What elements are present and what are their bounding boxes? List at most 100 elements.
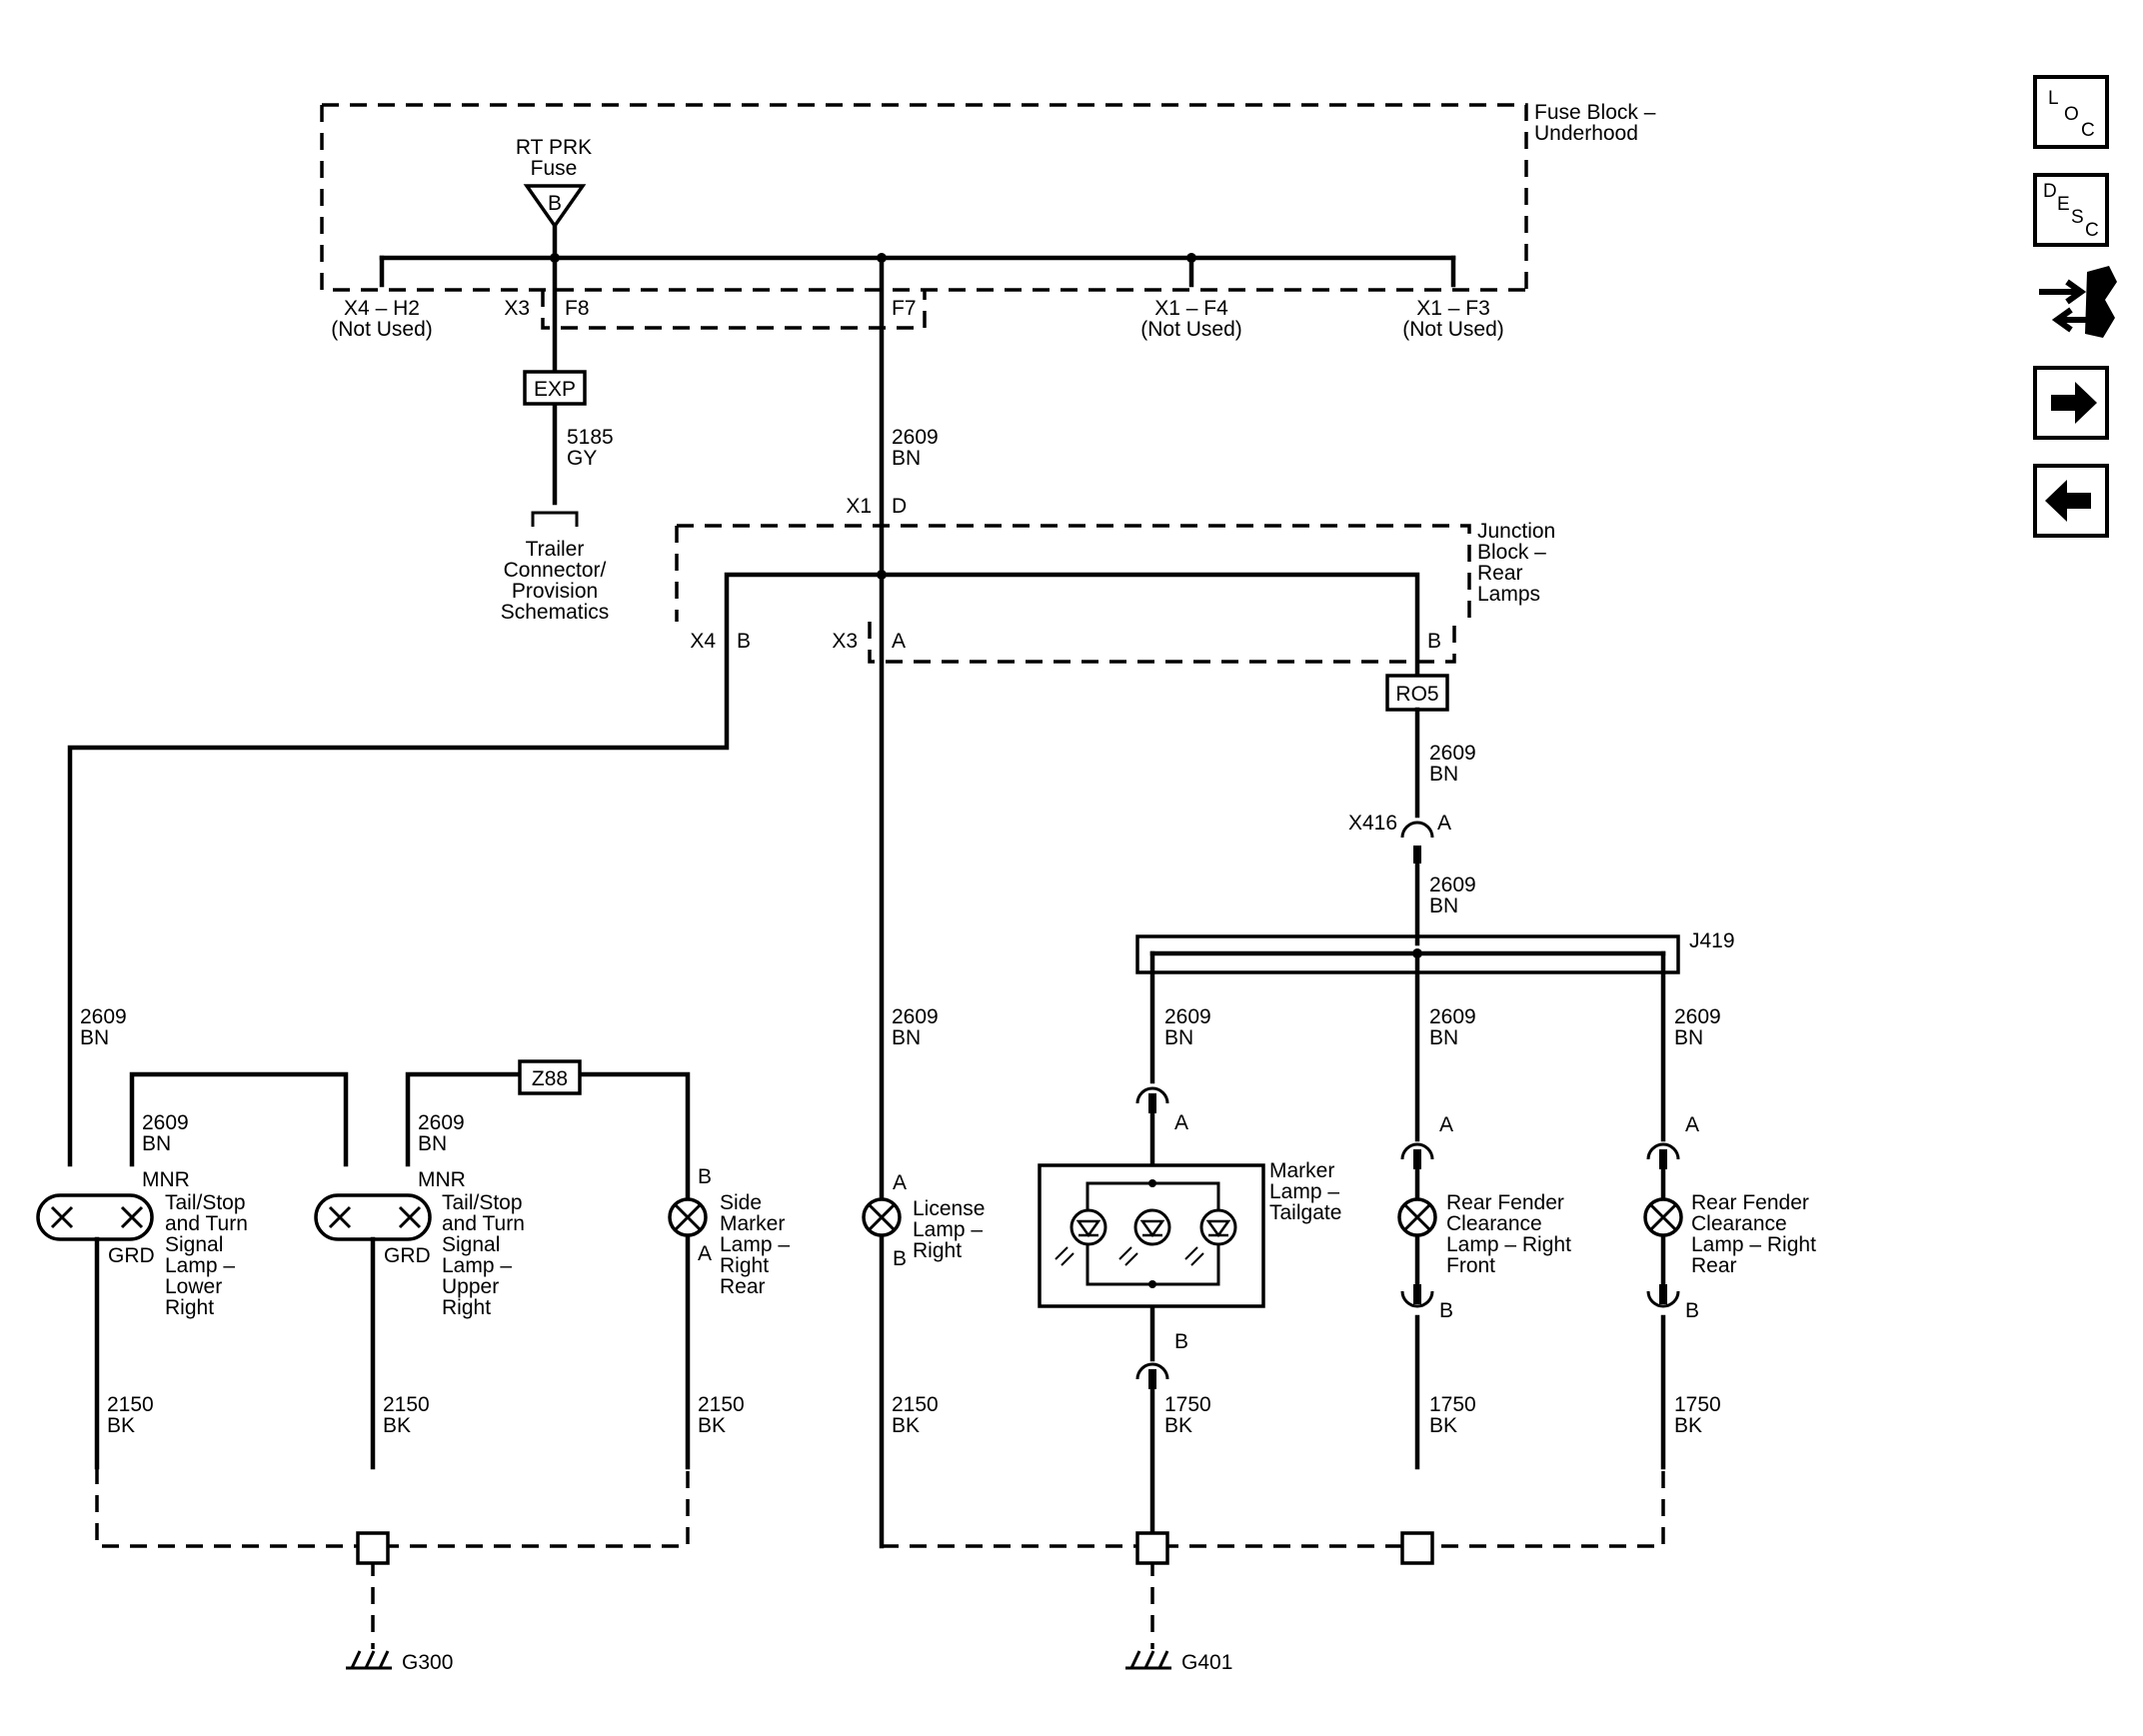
- wire-1750-fr-color: BK: [1674, 1414, 1702, 1437]
- ground-g401: G401: [882, 1467, 1665, 1674]
- wire-5185-color: GY: [567, 447, 597, 470]
- ground-symbol-icon: [346, 1650, 392, 1670]
- connector-a-symbol: [1646, 1142, 1680, 1160]
- bulb-cross-icon: [674, 1203, 702, 1231]
- trailer-branch: EXP 5185 GY Trailer Connector/ Provision…: [501, 255, 614, 624]
- wire-2609-circuit: 2609: [892, 426, 939, 449]
- pin-x4-h2: X4 – H2: [344, 297, 420, 320]
- tail-stop-turn-lamp-upper-right: MNR GRD Tail/Stop and Turn Signal Lamp –…: [314, 1168, 525, 1319]
- x416-pin: [1413, 846, 1421, 864]
- splice-dot: [1148, 1179, 1156, 1187]
- junction-block-rear-lamps: 2609 BN X1 D Junction Block – Rear Lamps…: [67, 255, 1555, 1549]
- junction-block-connector: [868, 622, 1456, 664]
- wire-2150-lower-circuit: 2150: [107, 1393, 154, 1416]
- exp-box: [523, 370, 587, 406]
- wire-1750-ff-color: BK: [1429, 1414, 1457, 1437]
- side-marker-name-4: Right: [720, 1254, 769, 1277]
- connector-tool-icon[interactable]: [2039, 266, 2117, 338]
- wire-1750-tailgate-circuit: 1750: [1164, 1393, 1211, 1416]
- connector-b-symbol: [1135, 1362, 1169, 1380]
- junction-block-outline: [675, 524, 1471, 622]
- previous-arrow-button[interactable]: [2033, 464, 2109, 538]
- led-icon: [1199, 1208, 1237, 1246]
- wire-2609-x416-color: BN: [1429, 894, 1458, 917]
- pin-f7: F7: [892, 297, 917, 320]
- wire-2609-lower-circuit: 2609: [142, 1111, 189, 1134]
- z88-box: [518, 1059, 582, 1095]
- wire-2609-upper-circuit: 2609: [418, 1111, 465, 1134]
- led-icon: [1070, 1208, 1107, 1246]
- fuse-label-1: RT PRK: [516, 136, 592, 159]
- pin-x3: X3: [504, 297, 530, 320]
- loc-letter-o: O: [2064, 104, 2079, 125]
- jb-title-4: Lamps: [1477, 583, 1540, 606]
- rear-fender-clearance-lamp-front: 2609 BN A Rear Fender Clearance Lamp – R…: [1397, 950, 1571, 1470]
- wire-2609-fr-circuit: 2609: [1674, 1005, 1721, 1028]
- fuse-letter: B: [548, 192, 562, 215]
- side-marker-pin-top: B: [698, 1165, 712, 1188]
- connector-b-symbol: [1646, 1290, 1680, 1308]
- wire-1750-fr-circuit: 1750: [1674, 1393, 1721, 1416]
- jb-title-3: Rear: [1477, 562, 1523, 585]
- ground-g300: G300: [95, 1467, 690, 1674]
- j419-splice-pack: [1135, 934, 1680, 974]
- ground-splice-box: [356, 1531, 390, 1565]
- wire-2609-right-color: BN: [1429, 763, 1458, 786]
- wire-2609-license-circuit: 2609: [892, 1005, 939, 1028]
- upper-mnr: MNR: [418, 1168, 466, 1191]
- fr-name-4: Rear: [1691, 1254, 1737, 1277]
- license-name-2: Lamp –: [913, 1218, 983, 1241]
- ff-pin-bottom: B: [1439, 1299, 1453, 1322]
- jb-x4: X4: [690, 630, 716, 653]
- loc-button[interactable]: L O C: [2033, 75, 2109, 149]
- connector-pin: [1413, 1149, 1421, 1169]
- jb-x3-pin: A: [892, 630, 906, 653]
- upper-name-6: Right: [442, 1296, 491, 1319]
- tail-stop-turn-lamp-lower-right: MNR GRD Tail/Stop and Turn Signal Lamp –…: [36, 1168, 248, 1319]
- j419-label: J419: [1689, 929, 1735, 952]
- loc-letter-c: C: [2081, 120, 2095, 141]
- bulb-cross-icon: [1403, 1203, 1431, 1231]
- side-marker-name-5: Rear: [720, 1275, 766, 1298]
- side-marker-name-3: Lamp –: [720, 1233, 790, 1256]
- connector-pin: [1659, 1284, 1667, 1304]
- fr-name-3: Lamp – Right: [1691, 1233, 1816, 1256]
- wire-2609-fr-color: BN: [1674, 1026, 1703, 1049]
- wire-2609-license-color: BN: [892, 1026, 921, 1049]
- splice-dot: [1186, 253, 1196, 263]
- desc-letter-s: S: [2071, 207, 2084, 228]
- pin-x1-f3: X1 – F3: [1416, 297, 1490, 320]
- right-feed: RO5 2609 BN X416 A 2609 BN J419: [1135, 674, 1735, 974]
- next-arrow-button[interactable]: [2033, 366, 2109, 440]
- bulb-cross-icon: [868, 1203, 896, 1231]
- fuse-connector-outline: [541, 290, 927, 330]
- upper-grd: GRD: [384, 1244, 431, 1267]
- connector-a-symbol: [1400, 1142, 1434, 1160]
- wire-5185-circuit: 5185: [567, 426, 614, 449]
- fr-name-1: Rear Fender: [1691, 1191, 1809, 1214]
- connector-b-symbol: [1400, 1290, 1434, 1308]
- ground-splice-box: [1135, 1531, 1169, 1565]
- jb-in-pin: D: [892, 495, 907, 518]
- splice-dot: [877, 570, 887, 580]
- side-nav: L O C D E S C: [2033, 75, 2117, 538]
- rear-fender-clearance-lamp-rear: 2609 BN A Rear Fender Clearance Lamp – R…: [1643, 950, 1816, 1470]
- wire-2609-tailgate-circuit: 2609: [1164, 1005, 1211, 1028]
- fr-pin-top: A: [1685, 1113, 1699, 1136]
- trailer-dest-1: Trailer: [526, 538, 585, 561]
- license-name-3: Right: [913, 1239, 962, 1262]
- license-pin-top: A: [893, 1171, 907, 1194]
- wire-2609-left-color: BN: [80, 1026, 109, 1049]
- side-marker-lamp-right-rear: B A Side Marker Lamp – Right Rear: [668, 1165, 790, 1298]
- connector-pin: [1659, 1149, 1667, 1169]
- lower-name-1: Tail/Stop: [165, 1191, 246, 1214]
- fuse-bus-drops: [379, 223, 1456, 288]
- upper-name-3: Signal: [442, 1233, 500, 1256]
- wire-2609-right-circuit: 2609: [1429, 742, 1476, 765]
- wire-2150-lower-color: BK: [107, 1414, 135, 1437]
- fuse-symbol: [523, 184, 587, 230]
- bulb-cross-icon: [50, 1205, 144, 1229]
- lower-name-4: Lamp –: [165, 1254, 235, 1277]
- desc-button[interactable]: D E S C: [2033, 173, 2109, 247]
- jb-right-pin: B: [1427, 630, 1441, 653]
